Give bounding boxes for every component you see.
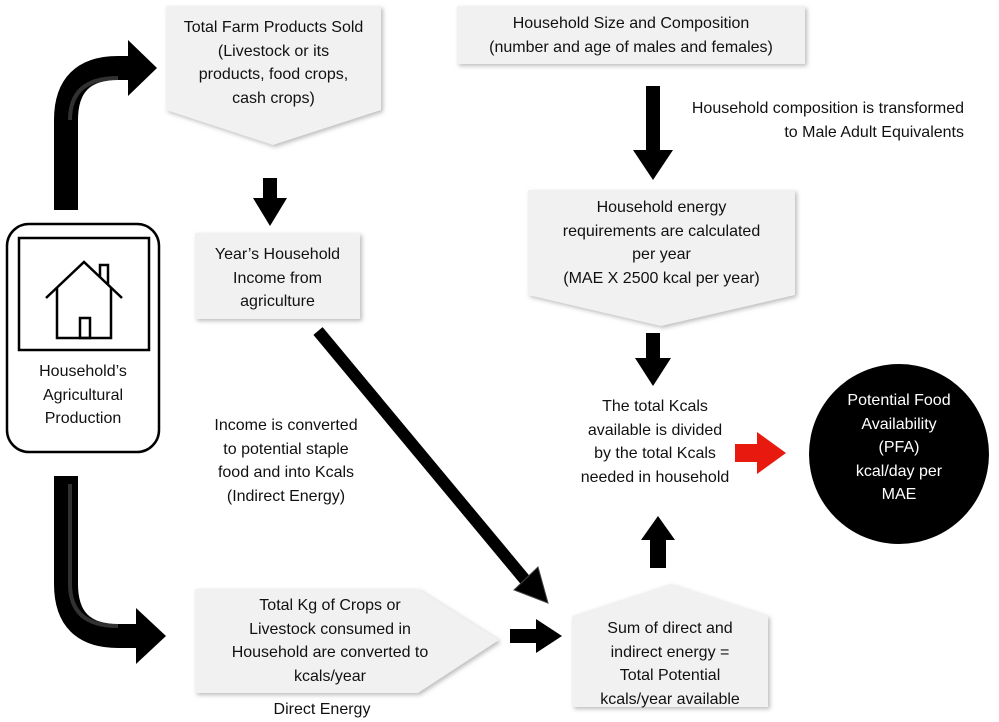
household-income-shape — [195, 233, 360, 319]
mae-transform-text: Household composition is transformed to … — [691, 100, 964, 141]
sum-energy-text: Sum of direct and indirect energy = Tota… — [600, 620, 740, 708]
direct-energy-label: Direct Energy — [273, 701, 371, 718]
crops-consumed-shape — [195, 589, 499, 693]
house-icon — [45, 260, 123, 340]
arrow-to-farm-products — [54, 40, 157, 210]
household-panel-label: Household’s Agricultural Production — [39, 363, 127, 427]
energy-requirements-text: Household energy requirements are calcul… — [562, 199, 761, 287]
income-conversion-text: Income is converted to potential staple … — [214, 417, 358, 505]
arrow-crops-to-sum — [510, 619, 562, 653]
sum-energy-shape — [572, 584, 768, 707]
pfa-text: Potential Food Availability (PFA) kcal/d… — [847, 392, 951, 503]
arrow-to-pfa — [735, 432, 786, 474]
arrow-size-to-requirements — [633, 86, 673, 180]
farm-products-text: Total Farm Products Sold (Livestock or i… — [183, 19, 364, 107]
arrow-sum-to-total — [641, 516, 675, 568]
arrow-to-crops-consumed — [54, 476, 166, 664]
total-kcals-divided-text: The total Kcals available is divided by … — [580, 398, 730, 486]
arrow-farm-to-income — [253, 178, 287, 226]
household-income-text: Year’s Household Income from agriculture — [214, 246, 341, 310]
pfa-circle — [809, 364, 989, 544]
household-panel — [5, 222, 161, 454]
crops-consumed-text: Total Kg of Crops or Livestock consumed … — [231, 597, 429, 685]
farm-products-shape — [166, 6, 381, 145]
energy-requirements-shape — [528, 190, 795, 326]
arrow-income-to-sum — [313, 327, 549, 604]
arrow-requirements-to-total — [635, 333, 671, 386]
household-size-text: Household Size and Composition (number a… — [489, 15, 773, 56]
household-size-shape — [457, 6, 805, 64]
